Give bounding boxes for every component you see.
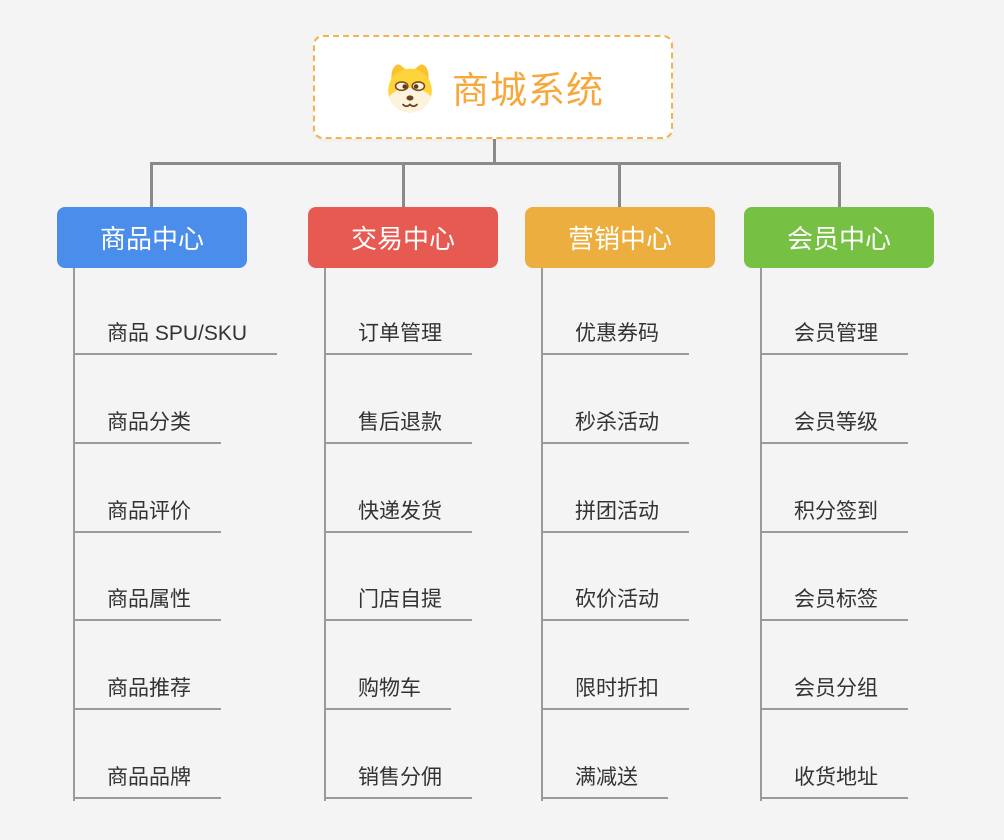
- leaf-node[interactable]: 收货地址: [760, 765, 908, 799]
- root-title: 商城系统: [452, 70, 604, 111]
- leaf-node[interactable]: 会员分组: [760, 676, 908, 710]
- leaf-node[interactable]: 优惠券码: [541, 321, 689, 355]
- branch-trade-center[interactable]: 交易中心: [308, 207, 498, 268]
- leaf-node[interactable]: 砍价活动: [541, 587, 689, 621]
- connector-stub-member: [838, 162, 841, 207]
- connector-root-stem: [493, 139, 496, 164]
- shiba-dog-icon: [382, 59, 438, 115]
- connector-stub-trade: [402, 162, 405, 207]
- leaf-node[interactable]: 快递发货: [324, 499, 472, 533]
- leaf-node[interactable]: 拼团活动: [541, 499, 689, 533]
- branch-member-center[interactable]: 会员中心: [744, 207, 934, 268]
- leaf-node[interactable]: 商品属性: [73, 587, 221, 621]
- leaf-node[interactable]: 满减送: [541, 765, 668, 799]
- connector-stub-marketing: [618, 162, 621, 207]
- leaf-node[interactable]: 限时折扣: [541, 676, 689, 710]
- leaf-node[interactable]: 商品推荐: [73, 676, 221, 710]
- leaf-node[interactable]: 商品品牌: [73, 765, 221, 799]
- leaf-node[interactable]: 订单管理: [324, 321, 472, 355]
- leaf-node[interactable]: 商品分类: [73, 410, 221, 444]
- branch-marketing-center[interactable]: 营销中心: [525, 207, 715, 268]
- leaf-node[interactable]: 门店自提: [324, 587, 472, 621]
- connector-stub-product: [150, 162, 153, 207]
- root-node[interactable]: 商城系统: [313, 35, 673, 139]
- leaf-node[interactable]: 购物车: [324, 676, 451, 710]
- leaf-node[interactable]: 商品 SPU/SKU: [73, 321, 278, 355]
- leaf-node[interactable]: 销售分佣: [324, 765, 472, 799]
- leaf-node[interactable]: 积分签到: [760, 499, 908, 533]
- leaf-node[interactable]: 会员标签: [760, 587, 908, 621]
- leaf-node[interactable]: 商品评价: [73, 499, 221, 533]
- connector-horizontal-bar: [150, 162, 841, 165]
- leaf-node[interactable]: 会员管理: [760, 321, 908, 355]
- leaf-node[interactable]: 会员等级: [760, 410, 908, 444]
- leaf-node[interactable]: 秒杀活动: [541, 410, 689, 444]
- branch-product-center[interactable]: 商品中心: [57, 207, 247, 268]
- leaf-node[interactable]: 售后退款: [324, 410, 472, 444]
